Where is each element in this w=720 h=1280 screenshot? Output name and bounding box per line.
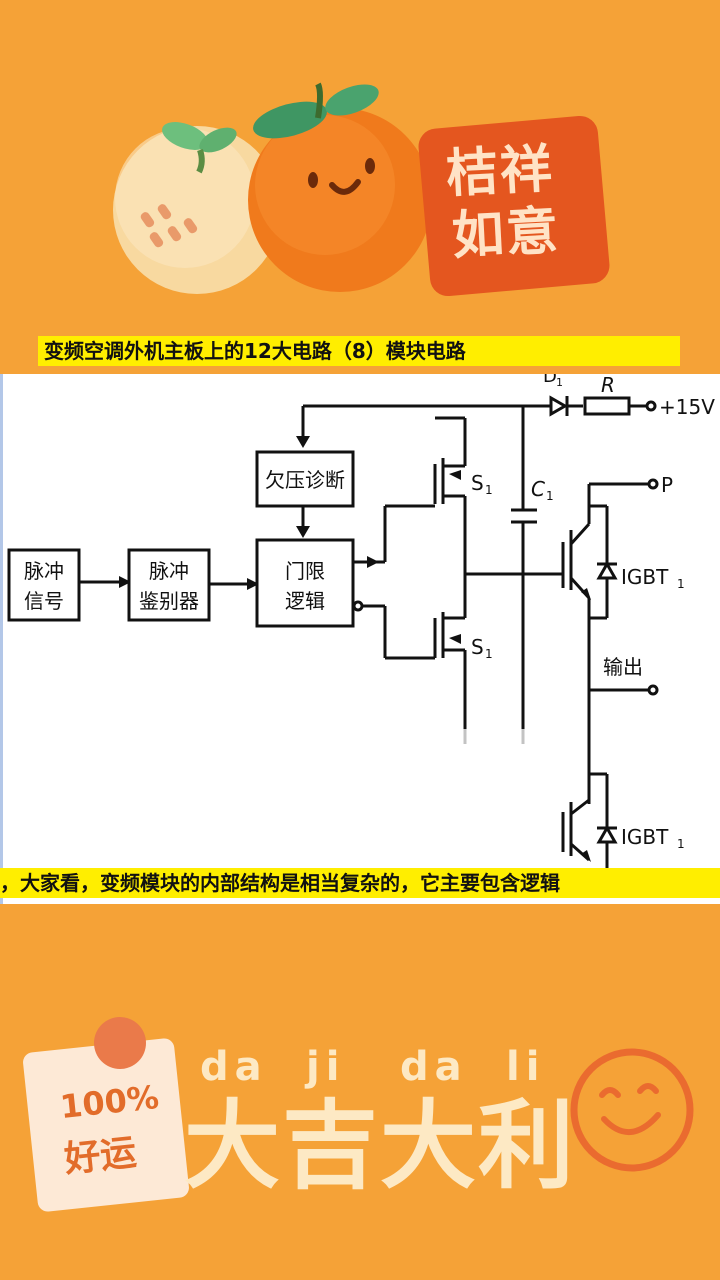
pulse-signal-label-2: 信号 <box>24 589 64 613</box>
circuit-diagram-panel: 脉冲 信号 脉冲 鉴别器 欠压诊断 门限 逻辑 S 1 S 1 C 1 D 1 … <box>0 374 720 904</box>
circuit-diagram: 脉冲 信号 脉冲 鉴别器 欠压诊断 门限 逻辑 S 1 S 1 C 1 D 1 … <box>7 374 720 874</box>
undervoltage-label: 欠压诊断 <box>265 468 345 492</box>
badge-icon <box>418 115 610 297</box>
smile-icon <box>329 179 361 195</box>
pinyin-4: li <box>506 1044 546 1090</box>
pulse-discriminator-label-2: 鉴别器 <box>139 589 199 613</box>
logic-label-1: 门限 <box>285 559 325 583</box>
logic-label-2: 逻辑 <box>285 589 325 613</box>
page-title: 变频空调外机主板上的12大电路（8）模块电路 <box>44 339 466 363</box>
smiley-icon <box>570 1048 694 1172</box>
big-title: 大吉大利 <box>184 1090 576 1202</box>
pinyin-2: ji <box>306 1044 346 1090</box>
leaf-icon <box>162 122 208 150</box>
badge-line1: 桔祥 <box>444 139 556 205</box>
igbt1-top-label: IGBT <box>621 565 669 589</box>
s1-top-sub: 1 <box>485 483 493 497</box>
bottom-banner: 100% 好运 da ji da li 大吉大利 <box>0 905 720 1280</box>
eye-icon <box>365 158 375 174</box>
r-label: R <box>601 374 615 397</box>
igbt1-top-sub: 1 <box>677 577 685 591</box>
bottom-illustration <box>23 1017 694 1212</box>
pinyin-1: da <box>200 1044 268 1090</box>
resistor-r <box>583 396 631 416</box>
output-label: 输出 <box>603 655 643 679</box>
d1-sub: 1 <box>556 376 563 389</box>
igbt1-bottom-label: IGBT <box>621 825 669 849</box>
igbt1-bottom-sub: 1 <box>677 837 685 851</box>
peach-spots <box>140 204 198 248</box>
p-label: P <box>661 473 673 497</box>
subtitle-bar: ，大家看，变频模块的内部结构是相当复杂的，它主要包含逻辑 <box>0 868 720 898</box>
pin-icon <box>94 1017 146 1069</box>
badge-line2: 如意 <box>450 201 562 267</box>
s1-bottom-sub: 1 <box>485 647 493 661</box>
undervoltage-block <box>255 450 355 508</box>
leaf-icon <box>253 101 327 139</box>
s1-bottom-label: S <box>471 635 484 659</box>
top-banner: 桔祥 如意 <box>0 0 720 330</box>
s1-top-label: S <box>471 471 484 495</box>
logic-block <box>255 538 355 628</box>
pulse-discriminator-block <box>127 548 211 622</box>
diode-igbt-top <box>596 560 618 580</box>
eye-icon <box>308 172 318 188</box>
title-bar: 变频空调外机主板上的12大电路（8）模块电路 <box>38 336 680 366</box>
plus15v-label: +15V <box>659 395 715 419</box>
c1-label: C <box>531 477 545 501</box>
pinyin-3: da <box>400 1044 468 1090</box>
pulse-signal-label-1: 脉冲 <box>24 559 64 583</box>
note-card-icon <box>23 1038 189 1212</box>
note-line2: 好运 <box>62 1132 139 1181</box>
fruit-illustration <box>113 82 610 297</box>
d1-label: D <box>543 374 557 387</box>
c1-sub: 1 <box>546 489 554 503</box>
subtitle-caption: ，大家看，变频模块的内部结构是相当复杂的，它主要包含逻辑 <box>0 871 560 895</box>
diode-igbt-bottom <box>596 824 618 844</box>
pulse-discriminator-label-1: 脉冲 <box>149 559 189 583</box>
pulse-signal-block <box>7 548 81 622</box>
